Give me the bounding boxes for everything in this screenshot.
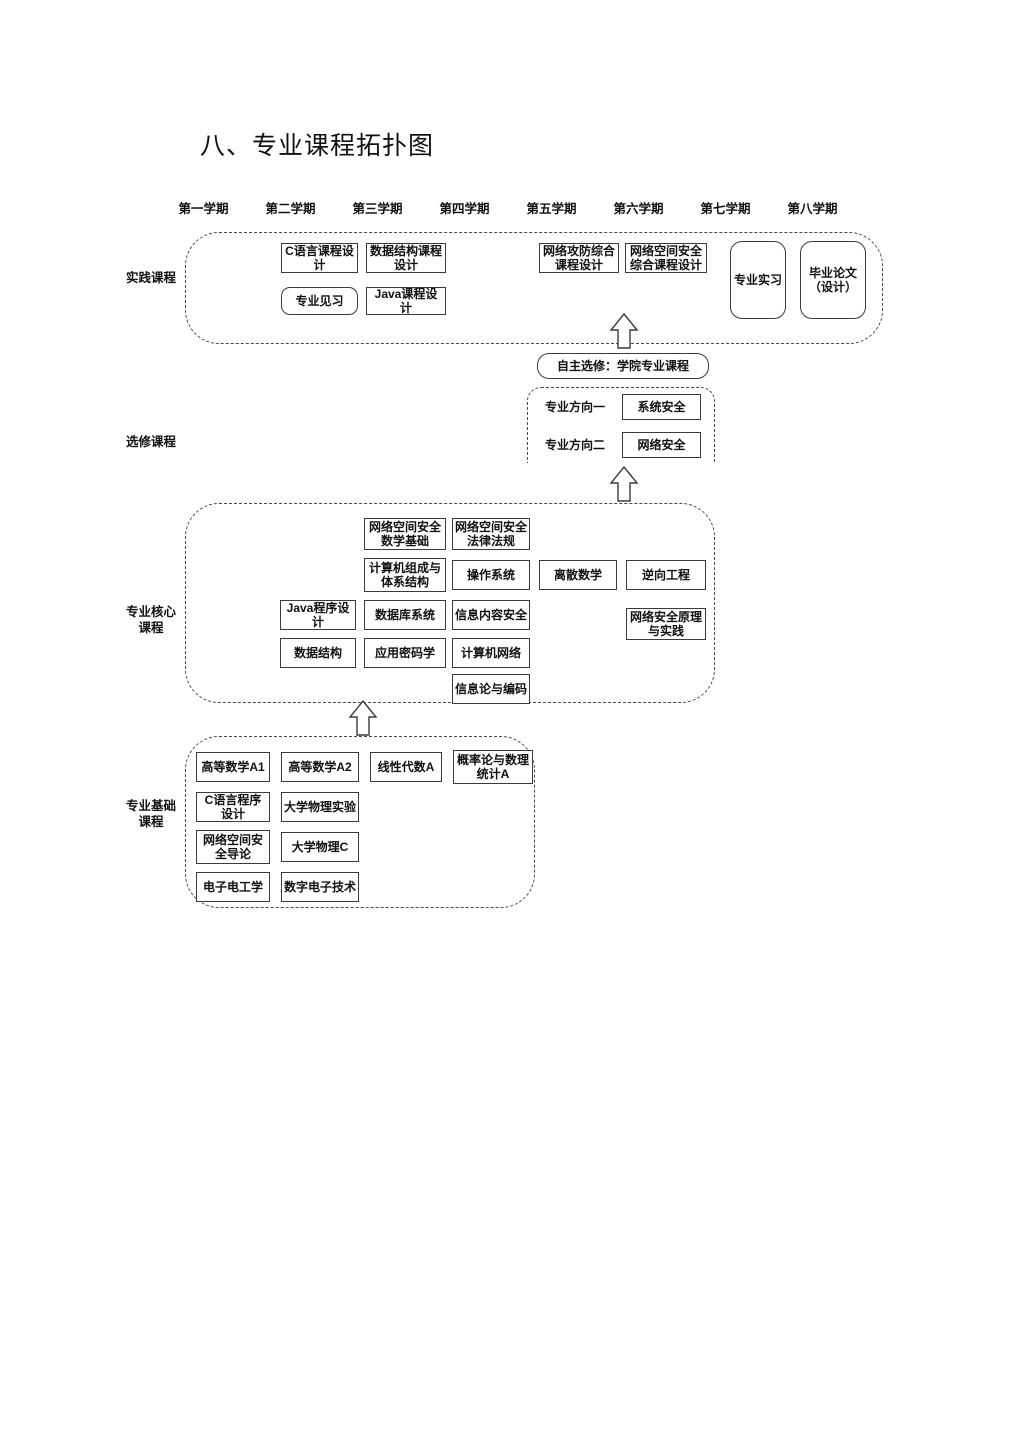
course-box-data-structure[interactable]: 数据结构 [280, 638, 356, 668]
course-box-c-language-design[interactable]: C语言课程设计 [281, 243, 358, 273]
semester-header-6: 第六学期 [613, 202, 664, 216]
course-box-electronics-electrical[interactable]: 电子电工学 [196, 872, 270, 902]
row-label-core-line2: 课程 [138, 621, 164, 635]
semester-header-5: 第五学期 [526, 202, 577, 216]
core-section-container [185, 503, 715, 703]
course-box-system-security[interactable]: 系统安全 [622, 394, 701, 420]
course-box-information-theory-coding[interactable]: 信息论与编码 [452, 674, 530, 704]
course-box-advanced-math-a2[interactable]: 高等数学A2 [281, 752, 359, 782]
page-title: 八、专业课程拓扑图 [200, 132, 435, 160]
course-box-professional-internship[interactable]: 专业实习 [730, 241, 786, 319]
course-box-network-security[interactable]: 网络安全 [622, 432, 701, 458]
semester-header-8: 第八学期 [787, 202, 838, 216]
row-label-foundation-line2: 课程 [138, 815, 164, 829]
semester-header-3: 第三学期 [352, 202, 403, 216]
course-box-cyberspace-security-comprehensive-design[interactable]: 网络空间安全综合课程设计 [625, 243, 707, 273]
semester-header-7: 第七学期 [700, 202, 751, 216]
course-box-computer-organization[interactable]: 计算机组成与体系结构 [364, 558, 446, 592]
row-label-core: 专业核心 课程 [108, 604, 194, 636]
course-box-linear-algebra-a[interactable]: 线性代数A [370, 752, 442, 782]
arrow-core-to-elective [609, 466, 639, 502]
course-box-cyberspace-security-law[interactable]: 网络空间安全法律法规 [452, 518, 530, 550]
course-box-data-structure-design[interactable]: 数据结构课程设计 [366, 243, 446, 273]
elective-section-container [527, 387, 715, 463]
free-elective-box[interactable]: 自主选修：学院专业课程 [537, 353, 709, 379]
course-box-c-language-programming[interactable]: C语言程序设计 [196, 792, 270, 822]
semester-header-4: 第四学期 [439, 202, 490, 216]
course-box-network-security-principles[interactable]: 网络安全原理与实践 [626, 608, 706, 640]
practice-section-container [185, 232, 883, 344]
course-box-network-attack-defense-design[interactable]: 网络攻防综合课程设计 [539, 243, 619, 273]
row-label-foundation: 专业基础 课程 [108, 798, 194, 830]
semester-header-1: 第一学期 [178, 202, 229, 216]
row-label-foundation-line1: 专业基础 [125, 799, 176, 813]
course-box-java-course-design[interactable]: Java课程设计 [366, 287, 446, 315]
course-box-information-content-security[interactable]: 信息内容安全 [452, 600, 530, 630]
foundation-section-container [185, 736, 535, 908]
course-box-database-system[interactable]: 数据库系统 [364, 600, 446, 630]
course-box-university-physics-lab[interactable]: 大学物理实验 [281, 792, 359, 822]
direction-label-2: 专业方向二 [544, 438, 605, 452]
course-box-reverse-engineering[interactable]: 逆向工程 [626, 560, 706, 590]
row-label-core-line1: 专业核心 [125, 605, 176, 619]
row-label-practice: 实践课程 [125, 271, 176, 285]
course-box-java-programming[interactable]: Java程序设计 [280, 600, 356, 630]
course-box-applied-cryptography[interactable]: 应用密码学 [364, 638, 446, 668]
arrow-foundation-to-core [348, 700, 378, 736]
course-box-professional-practice[interactable]: 专业见习 [281, 287, 358, 315]
course-box-cyberspace-security-math[interactable]: 网络空间安全数学基础 [364, 518, 446, 550]
course-box-computer-network[interactable]: 计算机网络 [452, 638, 530, 668]
course-box-cyberspace-security-intro[interactable]: 网络空间安全导论 [196, 830, 270, 864]
row-label-elective: 选修课程 [125, 435, 176, 449]
course-box-discrete-math[interactable]: 离散数学 [539, 560, 617, 590]
course-box-digital-electronics[interactable]: 数字电子技术 [281, 872, 359, 902]
course-box-graduation-thesis[interactable]: 毕业论文（设计） [800, 241, 866, 319]
course-box-advanced-math-a1[interactable]: 高等数学A1 [196, 752, 270, 782]
arrow-elective-to-practice [609, 313, 639, 349]
direction-label-1: 专业方向一 [544, 400, 605, 414]
course-box-university-physics-c[interactable]: 大学物理C [281, 832, 359, 862]
course-box-operating-system[interactable]: 操作系统 [452, 560, 530, 590]
course-box-probability-statistics-a[interactable]: 概率论与数理统计A [453, 750, 533, 784]
semester-header-2: 第二学期 [265, 202, 316, 216]
